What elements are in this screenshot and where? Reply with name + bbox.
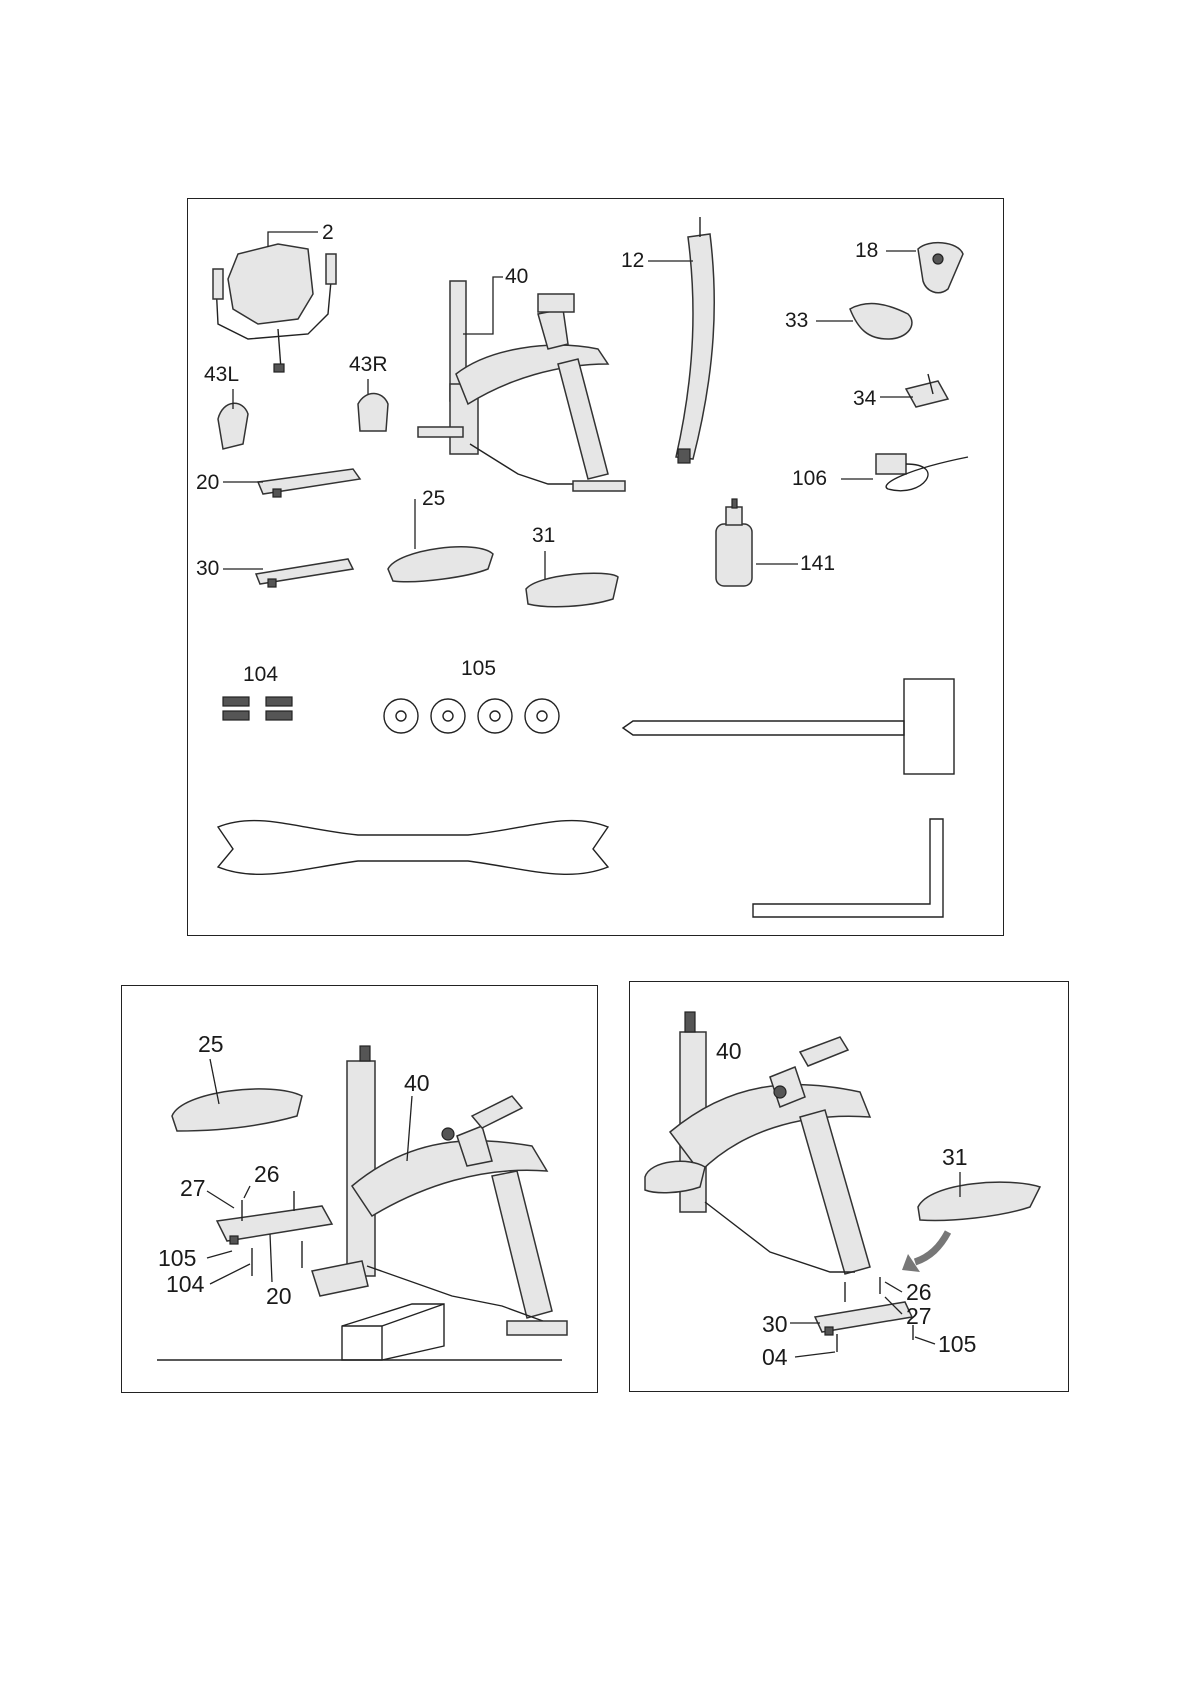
step2-assembly-panel: 40 31 26 27 30 105 04 bbox=[629, 981, 1069, 1392]
pedal-left-part bbox=[218, 403, 248, 449]
label-40: 40 bbox=[505, 265, 528, 288]
label-106: 106 bbox=[792, 467, 827, 490]
seat-part bbox=[850, 304, 912, 339]
label-20: 20 bbox=[266, 1283, 292, 1309]
label-30: 30 bbox=[196, 557, 219, 580]
seat-post-part bbox=[676, 217, 714, 463]
label-04: 04 bbox=[762, 1344, 788, 1370]
front-cover-part bbox=[172, 1089, 302, 1131]
label-40: 40 bbox=[716, 1038, 742, 1064]
front-cover-part bbox=[388, 547, 493, 582]
label-25: 25 bbox=[422, 487, 445, 510]
label-26: 26 bbox=[254, 1161, 280, 1187]
front-stabilizer-part bbox=[217, 1191, 332, 1276]
console-part bbox=[213, 244, 336, 372]
rear-stabilizer-part bbox=[815, 1277, 913, 1352]
allen-key-tool bbox=[753, 819, 943, 917]
label-105: 105 bbox=[158, 1245, 196, 1271]
washers-part bbox=[384, 699, 559, 733]
support-block bbox=[342, 1304, 444, 1360]
label-105: 105 bbox=[938, 1331, 976, 1357]
label-104: 104 bbox=[243, 663, 278, 686]
label-30: 30 bbox=[762, 1311, 788, 1337]
rear-cover-part bbox=[918, 1182, 1040, 1220]
label-104: 104 bbox=[166, 1271, 205, 1297]
bottle-part bbox=[716, 499, 752, 586]
step1-assembly-drawing: 25 40 26 27 105 104 20 bbox=[122, 986, 599, 1394]
label-20: 20 bbox=[196, 471, 219, 494]
pedal-right-part bbox=[358, 393, 388, 431]
label-43r: 43R bbox=[349, 353, 388, 376]
rear-stabilizer-part bbox=[256, 559, 353, 587]
label-105: 105 bbox=[461, 657, 496, 680]
label-141: 141 bbox=[800, 552, 835, 575]
label-43l: 43L bbox=[204, 363, 239, 386]
label-26: 26 bbox=[906, 1279, 932, 1305]
label-33: 33 bbox=[785, 309, 808, 332]
label-2: 2 bbox=[322, 221, 334, 244]
label-40: 40 bbox=[404, 1070, 430, 1096]
label-27: 27 bbox=[906, 1303, 932, 1329]
parts-overview-drawing: 2 40 12 18 33 43L 43R 34 20 106 25 31 14… bbox=[188, 199, 1005, 937]
label-31: 31 bbox=[532, 524, 555, 547]
bolts-part bbox=[223, 697, 292, 720]
label-25: 25 bbox=[198, 1031, 224, 1057]
adapter-part bbox=[876, 454, 968, 491]
step2-assembly-drawing: 40 31 26 27 30 105 04 bbox=[630, 982, 1070, 1393]
front-stabilizer-part bbox=[258, 469, 360, 497]
remote-part bbox=[918, 243, 963, 293]
frame-part bbox=[418, 281, 625, 491]
step1-assembly-panel: 25 40 26 27 105 104 20 bbox=[121, 985, 598, 1393]
seat-slider-part bbox=[906, 374, 948, 407]
label-34: 34 bbox=[853, 387, 877, 410]
frame-part bbox=[312, 1046, 567, 1335]
label-27: 27 bbox=[180, 1175, 206, 1201]
label-12: 12 bbox=[621, 249, 644, 272]
label-31: 31 bbox=[942, 1144, 968, 1170]
screwdriver-tool bbox=[623, 679, 954, 774]
direction-arrow bbox=[902, 1232, 948, 1272]
wrench-tool bbox=[218, 821, 608, 875]
parts-overview-panel: 2 40 12 18 33 43L 43R 34 20 106 25 31 14… bbox=[187, 198, 1004, 936]
frame-part bbox=[645, 1012, 870, 1274]
label-18: 18 bbox=[855, 239, 878, 262]
rear-cover-part bbox=[526, 573, 618, 607]
